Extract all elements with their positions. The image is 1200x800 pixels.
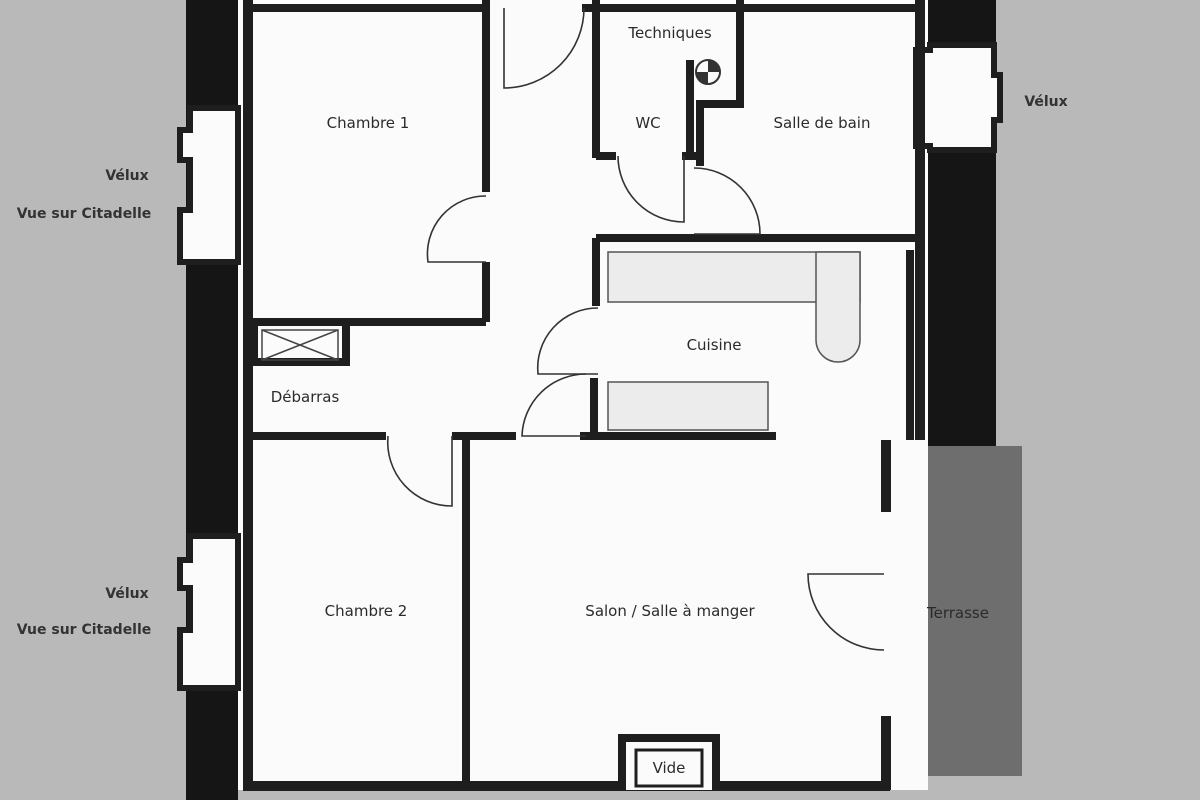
annotation-velux-right: Vélux xyxy=(1024,94,1067,110)
apartment-floor xyxy=(238,0,928,790)
label-terrasse: Terrasse xyxy=(926,604,989,622)
label-wc: WC xyxy=(635,114,660,132)
door-swings xyxy=(386,7,885,651)
annotation-vue-left-top: Vue sur Citadelle xyxy=(17,206,152,222)
velux-niche-right xyxy=(913,42,1003,153)
label-techniques: Techniques xyxy=(627,24,712,42)
annotation-vue-left-bottom: Vue sur Citadelle xyxy=(17,622,152,638)
label-salon: Salon / Salle à manger xyxy=(585,602,755,620)
label-vide: Vide xyxy=(653,759,686,777)
annotation-velux-left-bottom: Vélux xyxy=(105,586,148,602)
velux-niche-bottom xyxy=(177,533,241,691)
label-chambre-1: Chambre 1 xyxy=(327,114,410,132)
label-cuisine: Cuisine xyxy=(687,336,742,354)
label-salle-de-bain: Salle de bain xyxy=(774,114,871,132)
label-chambre-2: Chambre 2 xyxy=(325,602,408,620)
storage-cross xyxy=(261,329,339,361)
technical-shaft xyxy=(695,59,721,85)
vide-niche xyxy=(618,734,720,790)
annotation-velux-left-top: Vélux xyxy=(105,168,148,184)
interior-walls xyxy=(248,0,920,790)
kitchen-fixtures xyxy=(607,251,861,431)
label-debarras: Débarras xyxy=(271,388,340,406)
velux-niche-top xyxy=(177,105,241,265)
